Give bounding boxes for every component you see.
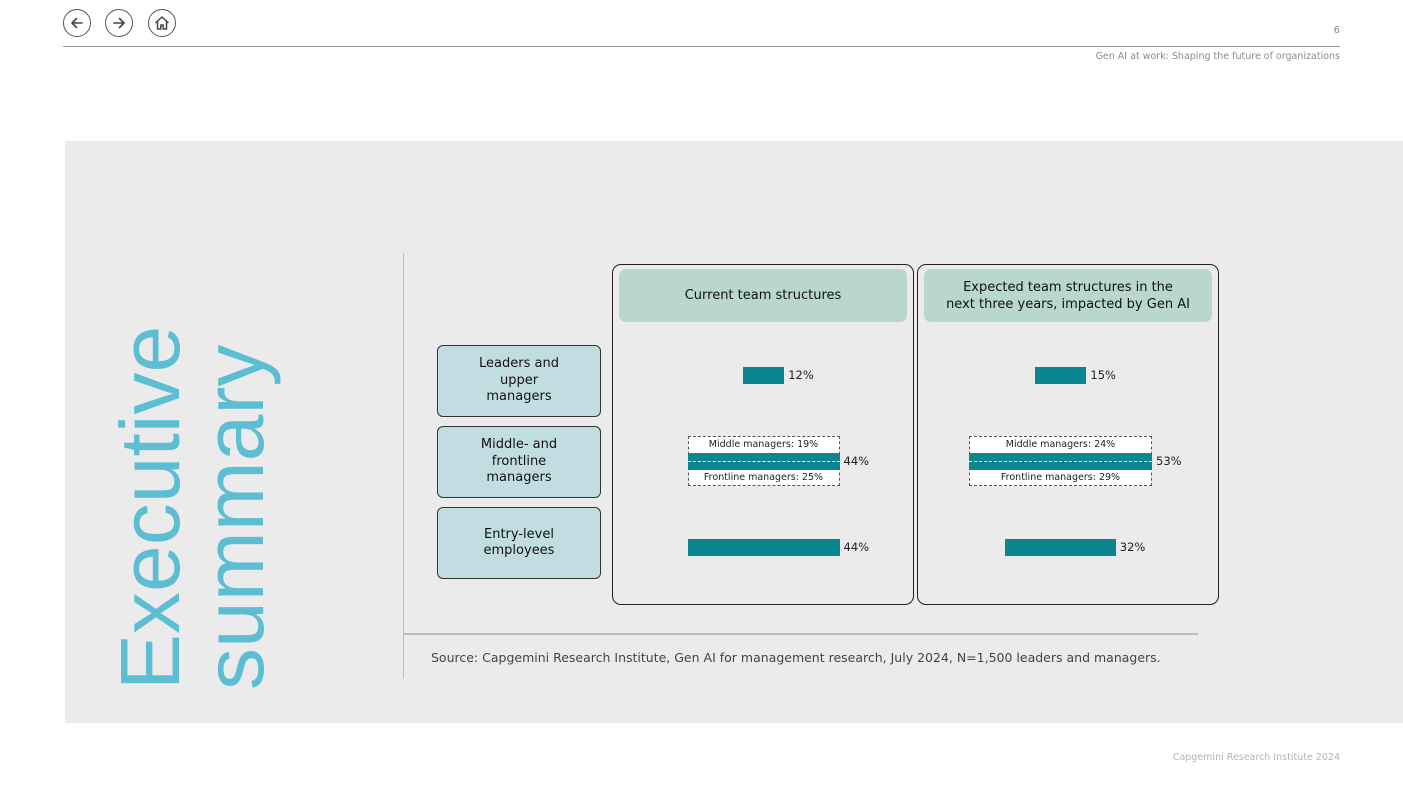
header-divider [63, 46, 1340, 47]
bar [742, 366, 785, 384]
breakdown-label-bottom: Frontline managers: 25% [703, 472, 824, 483]
footer-credit: Capgemini Research Institute 2024 [1172, 752, 1340, 763]
column-header-current: Current team structures [619, 269, 907, 322]
bar [687, 538, 840, 556]
home-button[interactable] [148, 9, 176, 37]
arrow-right-icon [113, 17, 125, 29]
bar-value-label: 53% [1156, 454, 1182, 468]
bar-value-label: 15% [1090, 368, 1116, 382]
bar [1005, 538, 1116, 556]
row-label-leaders: Leaders and upper managers [437, 345, 601, 417]
column-frame-expected [917, 264, 1219, 605]
source-note: Source: Capgemini Research Institute, Ge… [431, 650, 1161, 665]
section-title-line-2: summary [187, 344, 281, 690]
bar-value-label: 32% [1119, 540, 1146, 554]
page-number: 6 [1333, 25, 1340, 36]
column-frame-current [612, 264, 914, 605]
section-title-line-1: Executive [103, 325, 197, 690]
bar-value-label: 44% [843, 540, 870, 554]
home-icon [154, 16, 170, 30]
column-header-expected: Expected team structures in the next thr… [924, 269, 1212, 322]
source-divider [404, 633, 1198, 635]
breakdown-divider [687, 461, 840, 462]
content-panel [65, 141, 1403, 723]
breakdown-divider [968, 461, 1153, 462]
forward-button[interactable] [105, 9, 133, 37]
breakdown-label-bottom: Frontline managers: 29% [1000, 472, 1121, 483]
row-label-entry-level: Entry-level employees [437, 507, 601, 579]
row-label-middle-frontline: Middle- and frontline managers [437, 426, 601, 498]
bar-value-label: 12% [788, 368, 814, 382]
breakdown-label-top: Middle managers: 19% [708, 439, 819, 450]
section-title: Executive summary [103, 325, 281, 690]
document-title: Gen AI at work: Shaping the future of or… [1095, 51, 1340, 62]
bar-value-label: 44% [843, 454, 870, 468]
back-button[interactable] [63, 9, 91, 37]
vertical-divider [403, 253, 404, 679]
breakdown-label-top: Middle managers: 24% [1005, 439, 1116, 450]
arrow-left-icon [71, 17, 83, 29]
bar [1034, 366, 1087, 384]
